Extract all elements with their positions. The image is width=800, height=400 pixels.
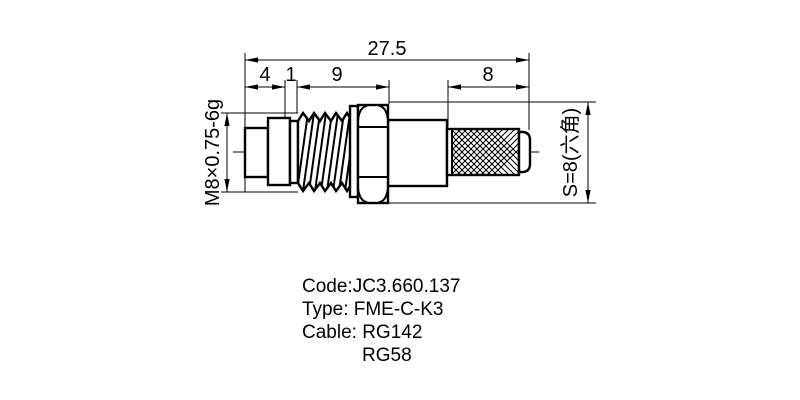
- dimension-lines: [224, 57, 591, 203]
- body-outline: [386, 118, 449, 188]
- note-code: Code:JC3.660.137: [302, 276, 460, 297]
- dimension-4: 4: [259, 64, 270, 86]
- note-type: Type: FME-C-K3: [302, 299, 443, 320]
- thread-spec-label: M8×0.75-6g: [202, 99, 224, 206]
- dimension-total-length: 27.5: [368, 38, 407, 60]
- hex-size-label: S=8(六角): [559, 108, 582, 197]
- note-cable-alt: RG58: [362, 345, 412, 366]
- tip-outline: [243, 126, 270, 179]
- thread-section: [296, 110, 354, 194]
- dimension-1: 1: [285, 64, 296, 86]
- dimension-8: 8: [482, 64, 493, 86]
- part-notes: Code:JC3.660.137 Type: FME-C-K3 Cable: R…: [302, 276, 460, 366]
- connector-outline: [243, 103, 532, 205]
- knurl-pattern: [452, 129, 519, 175]
- hex-nut: [356, 103, 390, 205]
- dimension-9: 9: [331, 64, 342, 86]
- note-cable: Cable: RG142: [302, 322, 422, 343]
- end-cap-outline: [517, 130, 532, 174]
- flange-outline: [348, 104, 360, 199]
- extension-lines: [221, 53, 596, 204]
- step-outline: [266, 116, 292, 187]
